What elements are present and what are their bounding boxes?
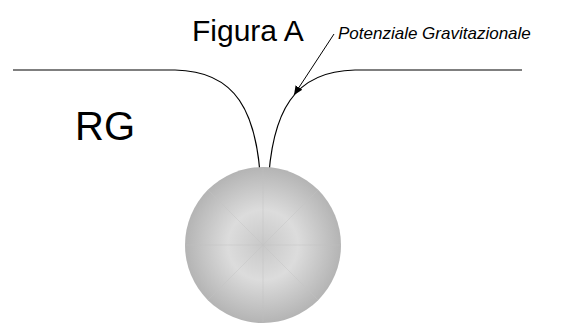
sphere-texture (185, 167, 341, 323)
sphere (185, 167, 341, 323)
region-label: RG (75, 104, 135, 148)
callout-label: Potenziale Gravitazionale (338, 24, 531, 44)
figure-title: Figura A (192, 14, 304, 48)
